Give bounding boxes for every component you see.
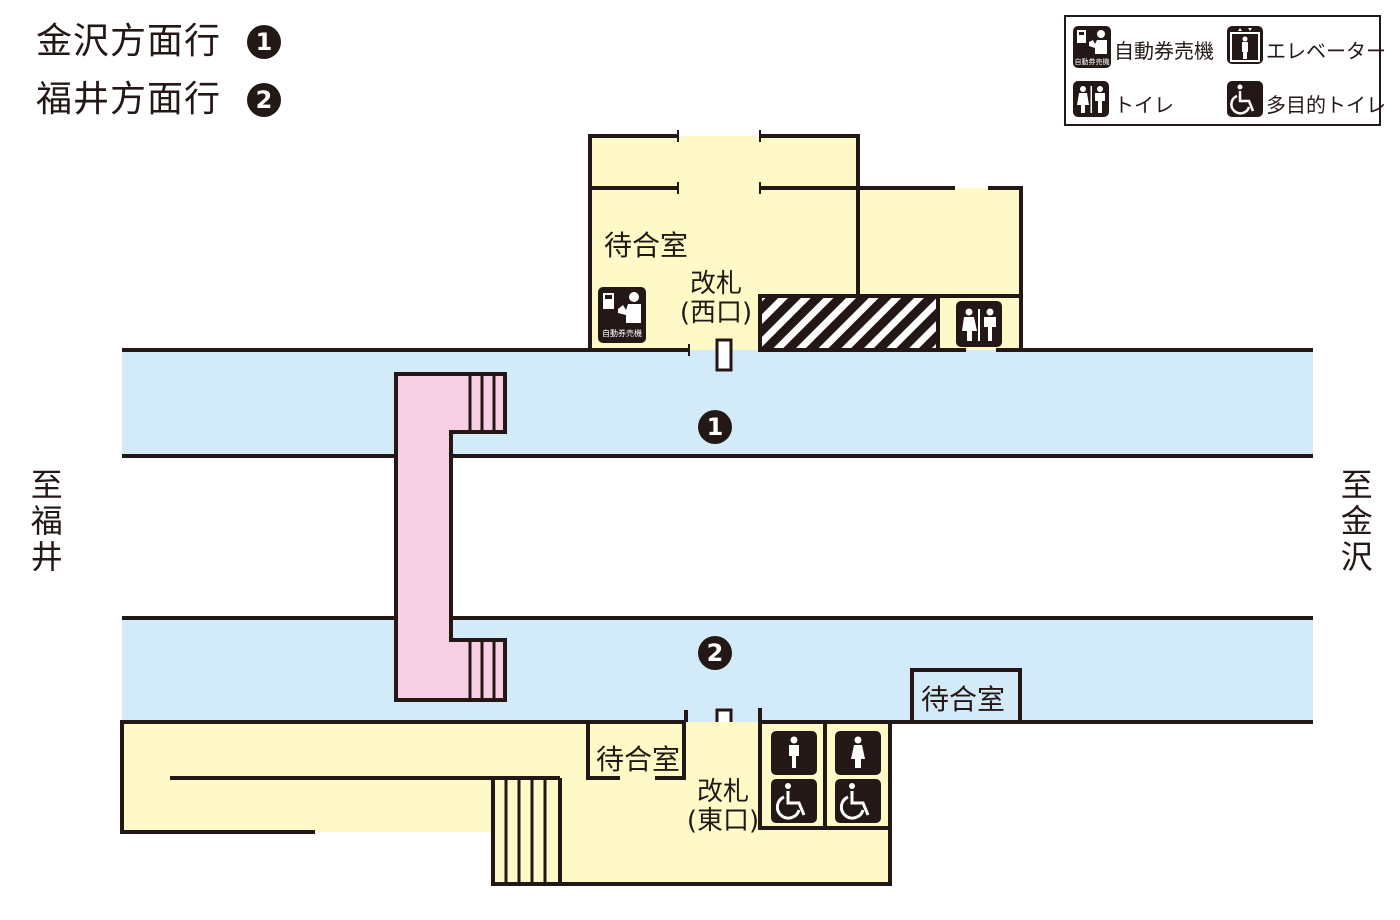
ticket-machine-icon: 自動券売機 — [1073, 26, 1111, 68]
ticket-machine-caption: 自動券売機 — [1074, 58, 1110, 66]
platform-waiting-room — [910, 668, 1022, 724]
legend-label: エレベーター — [1266, 39, 1386, 63]
platform-2-badge: 2 — [698, 636, 732, 670]
west-direction-text: 至福井 — [25, 468, 64, 576]
ticket-machine-caption: 自動券売機 — [602, 329, 642, 338]
direction-label: 金沢方面行 — [36, 21, 222, 62]
west-gate-label: 改札 (西口) — [672, 270, 760, 327]
legend-label: 多目的トイレ — [1266, 93, 1386, 117]
platform-number-badge: 1 — [247, 25, 282, 59]
east-gate-label: 改札 (東口) — [680, 778, 766, 835]
waiting-room-label: 待合室 — [604, 229, 689, 262]
legend-label: 自動券売機 — [1114, 39, 1214, 63]
accessible-restroom-icon — [771, 779, 817, 823]
footbridge — [394, 372, 507, 702]
west-direction-label: 至福井 — [24, 468, 64, 576]
stairs-north — [468, 374, 496, 432]
platform-number-badge: 2 — [247, 83, 282, 117]
gate-line2: (東口) — [686, 805, 760, 836]
gate-line2: (西口) — [679, 297, 753, 328]
south-building — [120, 708, 1313, 886]
direction-fukui: 福井方面行 2 — [36, 79, 282, 120]
legend-label: トイレ — [1114, 93, 1174, 117]
east-direction-text: 至金沢 — [1335, 468, 1374, 576]
restroom-icon — [1073, 81, 1109, 117]
stairs-south-exit — [504, 778, 547, 884]
direction-label: 福井方面行 — [36, 79, 222, 120]
mens-restroom-icon — [771, 731, 817, 775]
direction-kanazawa: 金沢方面行 1 — [36, 21, 282, 62]
restroom-icon — [956, 301, 1002, 347]
accessible-restroom-icon — [1227, 81, 1263, 117]
east-direction-label: 至金沢 — [1334, 468, 1374, 576]
waiting-room-label: 待合室 — [596, 743, 681, 776]
accessible-restroom-icon — [835, 779, 881, 823]
stairs-south — [468, 640, 496, 700]
icon-legend: 自動券売機 自動券売機 エレベーター トイレ 多目的トイレ — [1064, 15, 1386, 126]
womens-restroom-icon — [835, 731, 881, 775]
gate-line1: 改札 — [696, 777, 749, 807]
ticket-machine-icon: 自動券売機 — [598, 287, 646, 343]
west-gate-marker — [715, 338, 733, 372]
gate-line1: 改札 — [689, 269, 742, 299]
elevator-icon — [1227, 26, 1263, 64]
restricted-area — [758, 294, 940, 352]
platform-1-badge: 1 — [698, 410, 732, 444]
platform-2 — [122, 618, 1313, 722]
waiting-room-label: 待合室 — [921, 683, 1006, 716]
